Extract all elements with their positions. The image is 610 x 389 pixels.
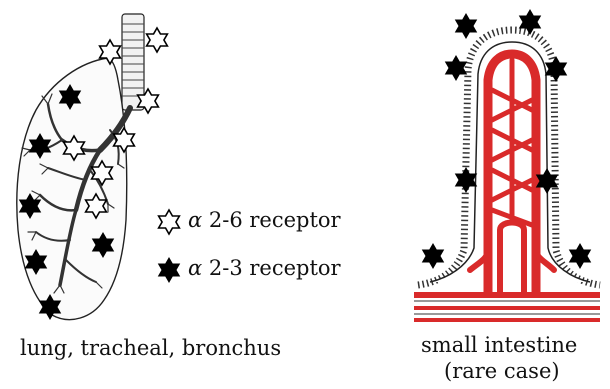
- intestine-caption: small intestine: [421, 333, 577, 357]
- filled-star-marker: [546, 57, 567, 81]
- filled-star-marker: [570, 244, 591, 268]
- legend-item-filled-star: α 2-3 receptor: [188, 256, 341, 280]
- filled-star-marker: [456, 14, 477, 38]
- legend-markers: [159, 210, 180, 282]
- filled-star-marker: [423, 244, 444, 268]
- filled-star-marker: [446, 56, 467, 80]
- legend-filled-star-icon: [159, 258, 180, 282]
- open-star-marker: [147, 28, 168, 52]
- tissue-base: [414, 292, 600, 322]
- legend-alpha-symbol: α: [188, 256, 202, 280]
- filled-star-marker: [456, 168, 477, 192]
- lung-caption: lung, tracheal, bronchus: [20, 336, 281, 360]
- legend-label: 2-6 receptor: [209, 208, 341, 232]
- legend-alpha-symbol: α: [188, 208, 202, 232]
- legend-label: 2-3 receptor: [209, 256, 341, 280]
- legend-open-star-icon: [159, 210, 180, 234]
- filled-star-marker: [520, 10, 541, 34]
- intestine-caption-note: (rare case): [444, 359, 560, 383]
- legend-item-open-star: α 2-6 receptor: [188, 208, 341, 232]
- intestine-illustration: [414, 30, 600, 322]
